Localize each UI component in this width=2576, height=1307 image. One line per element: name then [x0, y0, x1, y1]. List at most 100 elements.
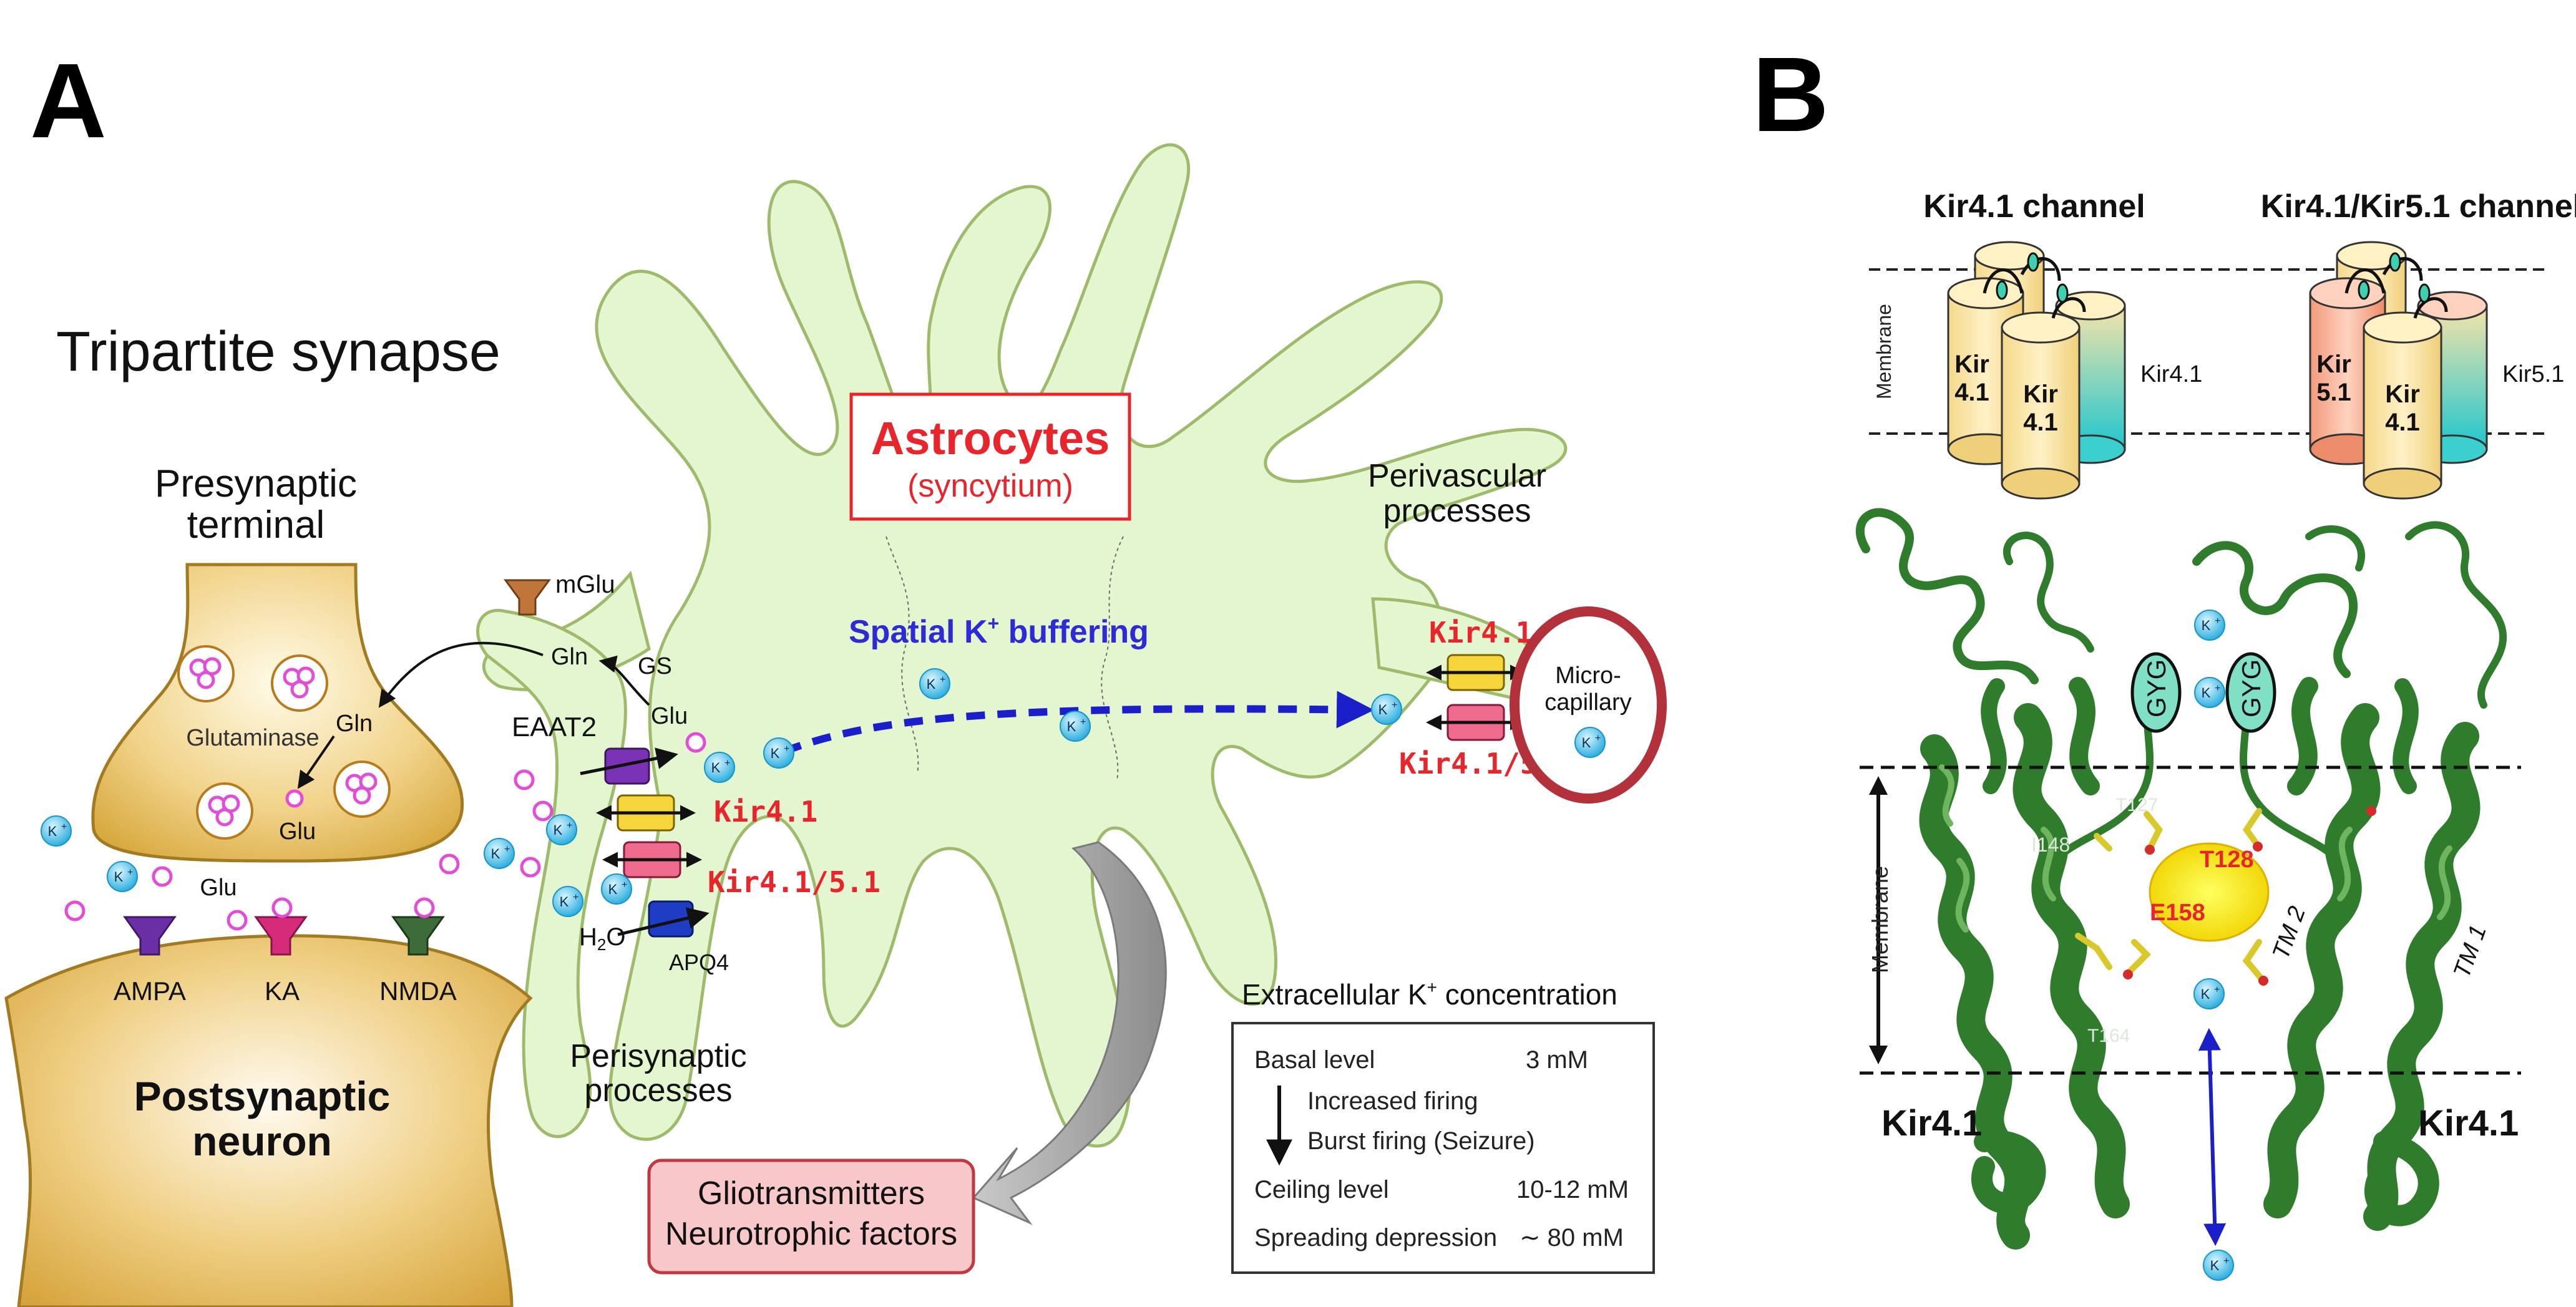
k-ions-b: K+K+K+K+: [2193, 610, 2234, 1281]
kir41-tetramer: [1947, 241, 2126, 500]
k-ion: K+: [704, 752, 735, 783]
postsynaptic-label-2: neuron: [192, 1118, 332, 1164]
kir41-perivasc-channel: [1426, 654, 1526, 691]
gyg-right: [2225, 652, 2276, 733]
h2o-label: H2O: [579, 923, 625, 954]
k-ion-sup: +: [573, 892, 578, 903]
k-conduction-arrow: [2198, 1028, 2227, 1246]
kir51-cyl-kir: Kir: [2316, 351, 2351, 378]
conc-increased: Increased firing: [1307, 1087, 1478, 1115]
gyg-right-label: GYG: [2237, 659, 2266, 717]
kir41-cyl-c-num: 4.1: [2385, 409, 2420, 436]
perisynaptic-label-2: processes: [585, 1072, 733, 1109]
conc-table-box: [1231, 1022, 1655, 1274]
k-ion-sup: +: [61, 822, 67, 832]
k-ion: K+: [41, 815, 72, 847]
k-ion-sup: +: [784, 744, 789, 754]
postsynaptic-neuron: [4, 934, 533, 1307]
k-ion: K+: [1371, 694, 1402, 725]
k-ion: K+: [552, 886, 583, 917]
k-ion: K+: [1574, 727, 1606, 758]
conc-ceiling: Ceiling level: [1254, 1176, 1389, 1203]
k-ion-label: K: [2202, 618, 2211, 633]
membrane-label-top: Membrane: [1873, 304, 1895, 399]
k-ion-sup: +: [2223, 1256, 2229, 1266]
tripartite-title: Tripartite synapse: [56, 321, 500, 383]
kir41-cyl-a-num: 4.1: [1954, 379, 1989, 406]
astrocytes-subtitle: (syncytium): [907, 468, 1073, 504]
kir4151-perivasc-channel: [1426, 704, 1526, 741]
kir41-cyl-b-num: 4.1: [2023, 409, 2058, 436]
k-ion-sup: +: [622, 880, 627, 890]
k-ion-sup: +: [127, 867, 133, 878]
kir41-channel-title: Kir4.1 channel: [1923, 188, 2145, 225]
aqp4-channel: [617, 900, 710, 938]
conc-spreading: Spreading depression: [1254, 1224, 1497, 1251]
neurotrophic-label: Neurotrophic factors: [665, 1216, 957, 1252]
i148-label: I148: [2031, 833, 2070, 856]
glu-astro-label: Glu: [651, 703, 688, 729]
ampa-receptor: [123, 916, 177, 956]
membrane-label-bottom: Membrane: [1867, 866, 1893, 973]
k-ion: K+: [107, 861, 138, 892]
ampa-label: AMPA: [114, 976, 186, 1006]
nmda-label: NMDA: [379, 976, 457, 1006]
apq4-label: APQ4: [669, 950, 729, 975]
pore-cavity: [2149, 842, 2270, 942]
capillary-label-2: capillary: [1544, 689, 1631, 716]
k-ion: K+: [484, 838, 515, 869]
kir41-perisyn-label: Kir4.1: [714, 795, 817, 828]
k-ion: K+: [2194, 677, 2225, 708]
t128-label: T128: [2200, 847, 2254, 873]
conc-basal: Basal level: [1254, 1046, 1375, 1074]
mglu-label: mGlu: [555, 571, 615, 598]
k-ion: K+: [2193, 978, 2225, 1009]
k-ion-label: K: [1582, 735, 1591, 751]
k-ion-sup: +: [2214, 984, 2220, 995]
e158-label: E158: [2150, 900, 2205, 926]
glutamate-dots: [64, 732, 706, 931]
k-ion-label: K: [1378, 702, 1388, 717]
kir4151-perisyn-label: Kir4.1/5.1: [708, 865, 881, 899]
t127-label: T127: [2115, 795, 2158, 815]
k-ion-label: K: [711, 760, 721, 775]
glu-presyn-label: Glu: [279, 819, 316, 845]
ka-receptor: [254, 916, 308, 956]
perisynaptic-label-1: Perisynaptic: [570, 1038, 746, 1074]
astrocytes-box: [849, 392, 1131, 521]
kir-crystal-structure: [1855, 508, 2507, 1250]
gln-presyn-label: Gln: [336, 711, 373, 737]
kir4151-channel-title: Kir4.1/Kir5.1 channel: [2261, 188, 2576, 225]
kir41-perisyn-channel: [596, 794, 696, 832]
kir41-cyl-a-kir: Kir: [1954, 351, 1989, 378]
helix-highlights: [1939, 764, 2452, 933]
panel-b: B Kir4.1 channel Kir4.1/Kir5.1 channel M…: [1752, 36, 2576, 1281]
kir51-side-label: Kir5.1: [2502, 361, 2564, 387]
k-ion-label: K: [114, 869, 124, 885]
capillary-label-1: Micro-: [1555, 663, 1621, 689]
synaptic-vesicles: [177, 645, 391, 840]
kir4151-tetramer: [2309, 241, 2488, 500]
k-ion-sup: +: [1392, 700, 1397, 711]
t164-label: T164: [2087, 1026, 2130, 1046]
mglu-receptor: [504, 579, 551, 616]
perivascular-label-1: Perivascular: [1368, 458, 1546, 494]
release-arrow: [972, 841, 1167, 1225]
k-ion-sup: +: [567, 820, 572, 831]
k-ion: K+: [546, 814, 577, 845]
kir4151-perisyn-channel: [602, 841, 702, 878]
k-ion-label: K: [2202, 685, 2211, 701]
k-ion: K+: [601, 873, 632, 905]
microcapillary: [1510, 606, 1667, 804]
k-ion: K+: [919, 668, 950, 699]
gs-label: GS: [638, 653, 672, 679]
gyg-left-label: GYG: [2142, 659, 2171, 717]
conc-basal-val: 3 mM: [1526, 1046, 1588, 1074]
panel-a-label: A: [30, 42, 107, 160]
spatial-buffering-label: Spatial K+ buffering: [849, 612, 1149, 650]
chain-left-label: Kir4.1: [1881, 1103, 1982, 1144]
nmda-receptor: [391, 916, 445, 956]
tm2-label: TM 2: [2268, 903, 2311, 963]
gliotransmitters-box: [647, 1159, 975, 1275]
presynaptic-label-1: Presynaptic: [155, 462, 357, 505]
